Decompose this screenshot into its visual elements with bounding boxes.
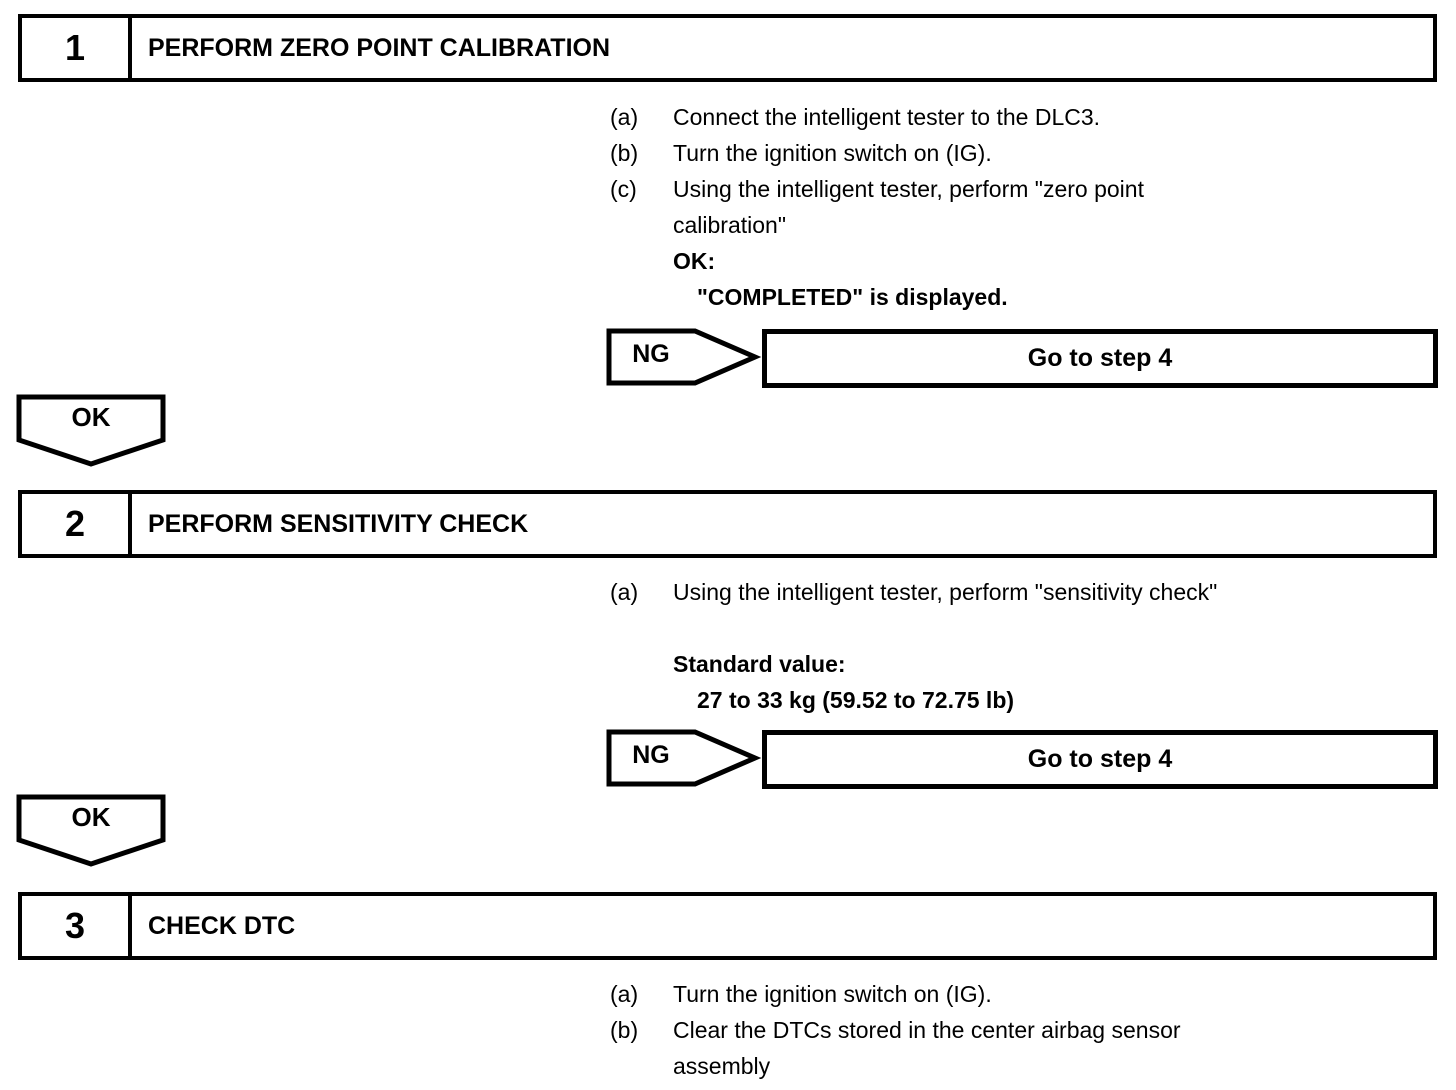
step-1-title: PERFORM ZERO POINT CALIBRATION [148, 33, 611, 62]
substep-text: Turn the ignition switch on (IG). [673, 981, 992, 1007]
substep-text: assembly [673, 1053, 771, 1079]
goto-step-4-box-1: Go to step 4 [762, 329, 1438, 388]
step-3-number: 3 [22, 896, 132, 956]
substep-label: (b) [610, 1017, 639, 1043]
step-1-ok-heading: OK: [673, 248, 716, 274]
ok-label: OK [71, 802, 111, 832]
substep-label: (c) [610, 176, 637, 202]
ng-label: NG [632, 340, 670, 368]
step-1-number: 1 [22, 18, 132, 78]
ng-connector-2: NG [606, 729, 766, 787]
substep-text: Clear the DTCs stored in the center airb… [673, 1017, 1181, 1043]
step-3-substep-a: (a) Turn the ignition switch on (IG). [610, 976, 992, 1012]
substep-label: (a) [610, 579, 639, 605]
step-1-ok-value: "COMPLETED" is displayed. [697, 284, 1008, 310]
step-2-substep-a: (a) Using the intelligent tester, perform… [610, 574, 1217, 610]
step-3-substep-b-continued: assembly [673, 1048, 770, 1084]
step-2-header: 2 PERFORM SENSITIVITY CHECK [18, 490, 1437, 558]
substep-text: Using the intelligent tester, perform "s… [673, 579, 1218, 605]
substep-text: Connect the intelligent tester to the DL… [673, 104, 1101, 130]
step-1-substep-c: (c) Using the intelligent tester, perform… [610, 171, 1144, 207]
step-1-substep-a: (a) Connect the intelligent tester to the… [610, 99, 1100, 135]
step-1-substep-c-continued: calibration" [673, 207, 786, 243]
ok-down-arrow-icon [16, 794, 166, 867]
ok-down-arrow-icon [16, 394, 166, 467]
goto-step-4-box-2: Go to step 4 [762, 730, 1438, 789]
ng-connector-1: NG [606, 328, 766, 386]
substep-label: (a) [610, 104, 639, 130]
substep-text: Using the intelligent tester, perform "z… [673, 176, 1144, 202]
substep-label: (a) [610, 981, 639, 1007]
substep-text: calibration" [673, 212, 787, 238]
ok-connector-1: OK [16, 394, 166, 468]
ng-arrow-icon [606, 729, 762, 787]
step-3-substep-b: (b) Clear the DTCs stored in the center a… [610, 1012, 1181, 1048]
ng-arrow-icon [606, 328, 762, 386]
step-1-substep-b: (b) Turn the ignition switch on (IG). [610, 135, 992, 171]
step-3-title: CHECK DTC [148, 911, 296, 940]
step-2-number: 2 [22, 494, 132, 554]
step-2-title: PERFORM SENSITIVITY CHECK [148, 509, 529, 538]
ok-label: OK [71, 402, 111, 432]
step-2-standard-value: 27 to 33 kg (59.52 to 72.75 lb) [697, 687, 1015, 713]
substep-text: Turn the ignition switch on (IG). [673, 140, 992, 166]
step-2-standard-heading: Standard value: [673, 651, 846, 677]
step-3-header: 3 CHECK DTC [18, 892, 1437, 960]
step-1-header: 1 PERFORM ZERO POINT CALIBRATION [18, 14, 1437, 82]
ok-connector-2: OK [16, 794, 166, 868]
substep-label: (b) [610, 140, 639, 166]
ng-label: NG [632, 741, 670, 769]
